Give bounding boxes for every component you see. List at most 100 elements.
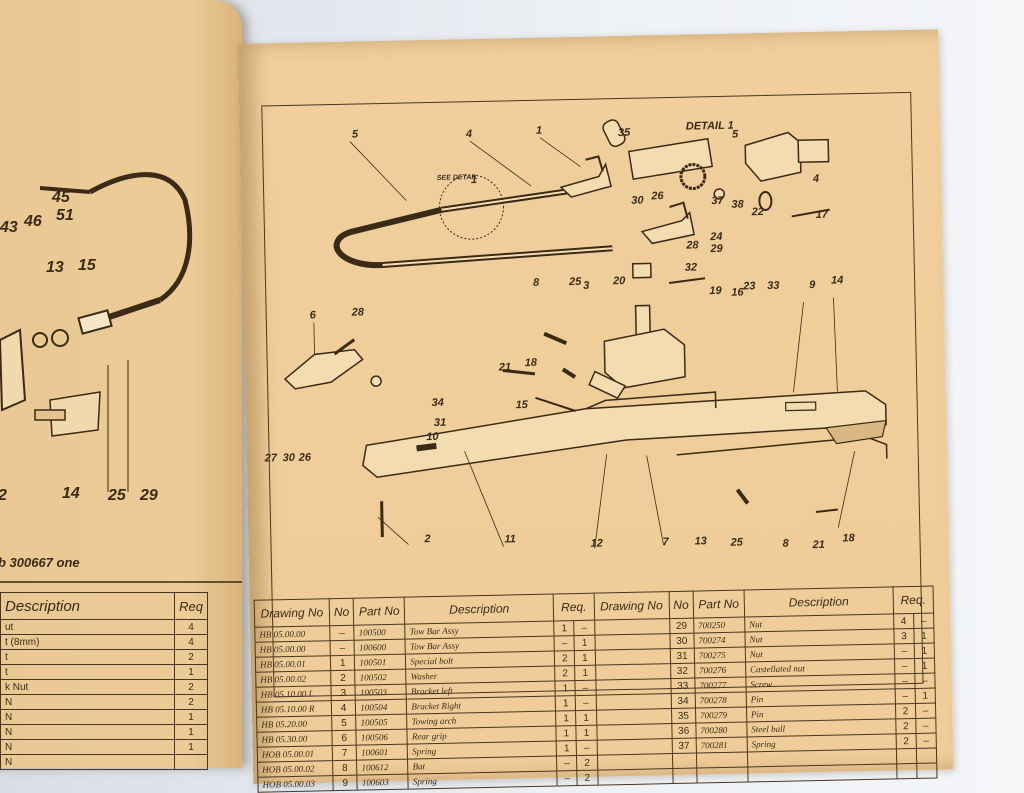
part-callout-label: 23 xyxy=(742,280,755,292)
cell-drawing-no: HOB 05.00.01 xyxy=(257,745,333,763)
header-drawing-no: Drawing No xyxy=(254,598,330,628)
header-description: Description xyxy=(404,594,554,625)
cell-drawing-no: HB 05.00.01 xyxy=(255,655,331,673)
left-diagram: 45 43 46 51 13 15 14 25 29 2 b 300667 on… xyxy=(0,172,242,583)
cell-part-no: 100506 xyxy=(356,729,408,746)
part-callout-label: 20 xyxy=(612,275,626,287)
row-description: k Nut xyxy=(0,679,176,695)
cell-part-no: 100601 xyxy=(356,744,408,761)
cell-no xyxy=(672,768,697,784)
cell-no: 32 xyxy=(670,663,695,679)
cell-no: 9 xyxy=(332,775,358,791)
cell-part-no: 700275 xyxy=(694,647,746,664)
cell-drawing-no: HB 05.30.00 xyxy=(256,730,333,748)
row-req: 2 xyxy=(174,649,208,665)
cell-no: 29 xyxy=(669,618,694,634)
row-description: N xyxy=(0,694,176,710)
cell-no: 3 xyxy=(330,685,356,701)
cell-req-b xyxy=(916,748,937,764)
cell-req-a: 3 xyxy=(893,628,915,644)
part-callout-label: 14 xyxy=(831,274,843,286)
cell-req-b: – xyxy=(574,620,595,636)
cell-req-b: 1 xyxy=(914,643,935,659)
row-req: 1 xyxy=(174,709,208,725)
cell-req-a: – xyxy=(554,635,575,652)
part-callout-label: 19 xyxy=(709,285,722,297)
part-callout-label: 12 xyxy=(590,537,602,549)
table-row: t (8mm)4 xyxy=(0,634,208,650)
left-page: 45 43 46 51 13 15 14 25 29 2 b 300667 on… xyxy=(0,0,242,770)
part-callout-label: 1 xyxy=(536,125,542,137)
part-callout-label: 8 xyxy=(782,538,789,550)
cell-no: 37 xyxy=(671,738,697,754)
header-part-no-2: Part No xyxy=(692,590,745,619)
part-callout-label: 18 xyxy=(842,532,855,544)
part-callout-label: 13 xyxy=(694,535,706,547)
cell-req-b: 1 xyxy=(915,688,936,704)
header-part-no: Part No xyxy=(353,597,406,626)
cell-req-a: – xyxy=(894,643,915,659)
part-callout-label: 2 xyxy=(423,533,430,545)
cell-req-a: 2 xyxy=(895,718,917,734)
diagram-title: DETAIL 1 xyxy=(686,120,734,133)
cell-req-a: – xyxy=(557,770,578,786)
part-callout-label: 4 xyxy=(812,173,819,185)
cell-drawing-no: HB 05.00.02 xyxy=(255,670,331,688)
cell-drawing-no: HB 05.00.00 xyxy=(255,640,331,658)
part-callout-label: 17 xyxy=(816,209,829,221)
cell-req-b: 1 xyxy=(574,650,596,666)
part-callout-label: 35 xyxy=(618,127,631,139)
part-callout-label: 32 xyxy=(685,261,697,273)
cell-part-no: 100500 xyxy=(354,624,406,641)
cell-req-a: 1 xyxy=(556,740,577,756)
part-callout-label: 37 xyxy=(711,195,724,207)
part-callout-label: 4 xyxy=(465,128,472,140)
header-drawing-no-2: Drawing No xyxy=(593,591,670,621)
cell-req-a: 4 xyxy=(893,613,914,629)
cell-drawing-no xyxy=(594,633,670,651)
parts-table: Drawing No No Part No Description Req. D… xyxy=(254,586,938,793)
cell-no: 1 xyxy=(330,655,355,671)
row-req: 1 xyxy=(174,664,208,680)
part-callout-label: 18 xyxy=(525,357,538,369)
row-req: 2 xyxy=(174,694,208,710)
part-callout-label: 21 xyxy=(811,539,824,551)
cell-no xyxy=(671,753,697,769)
part-callout-label: 30 xyxy=(631,195,644,207)
part-callout-label: 11 xyxy=(504,533,516,545)
row-description: N xyxy=(0,754,176,770)
left-label: 15 xyxy=(78,257,97,274)
row-req: 2 xyxy=(174,679,208,695)
cell-no: – xyxy=(329,625,355,641)
cell-part-no: 100612 xyxy=(356,759,409,776)
part-callout-label: 26 xyxy=(298,452,312,464)
cell-req-a: 1 xyxy=(555,695,576,711)
header-req: Req. xyxy=(553,593,595,622)
cell-req-b: – xyxy=(575,680,596,696)
cell-req-b: 2 xyxy=(576,755,598,771)
cell-req-a: 2 xyxy=(895,733,917,749)
cell-req-a: 2 xyxy=(554,665,576,681)
cell-no: 6 xyxy=(331,730,357,746)
cell-no: 4 xyxy=(331,700,356,716)
part-callout-label: 24 xyxy=(709,231,722,243)
cell-drawing-no xyxy=(597,768,673,786)
cell-part-no: 700277 xyxy=(694,677,747,694)
cell-drawing-no: HB 05.00.00 xyxy=(254,625,331,643)
part-callout-label: 5 xyxy=(732,129,739,141)
header-description-2: Description xyxy=(743,586,894,618)
part-callout-label: 8 xyxy=(533,277,540,289)
cell-drawing-no xyxy=(594,618,670,636)
cell-drawing-no xyxy=(595,663,671,681)
cell-req-b: 1 xyxy=(574,635,595,651)
cell-req-a: 1 xyxy=(556,725,577,741)
cell-req-b: 1 xyxy=(576,725,597,741)
cell-req-b: – xyxy=(915,703,936,719)
